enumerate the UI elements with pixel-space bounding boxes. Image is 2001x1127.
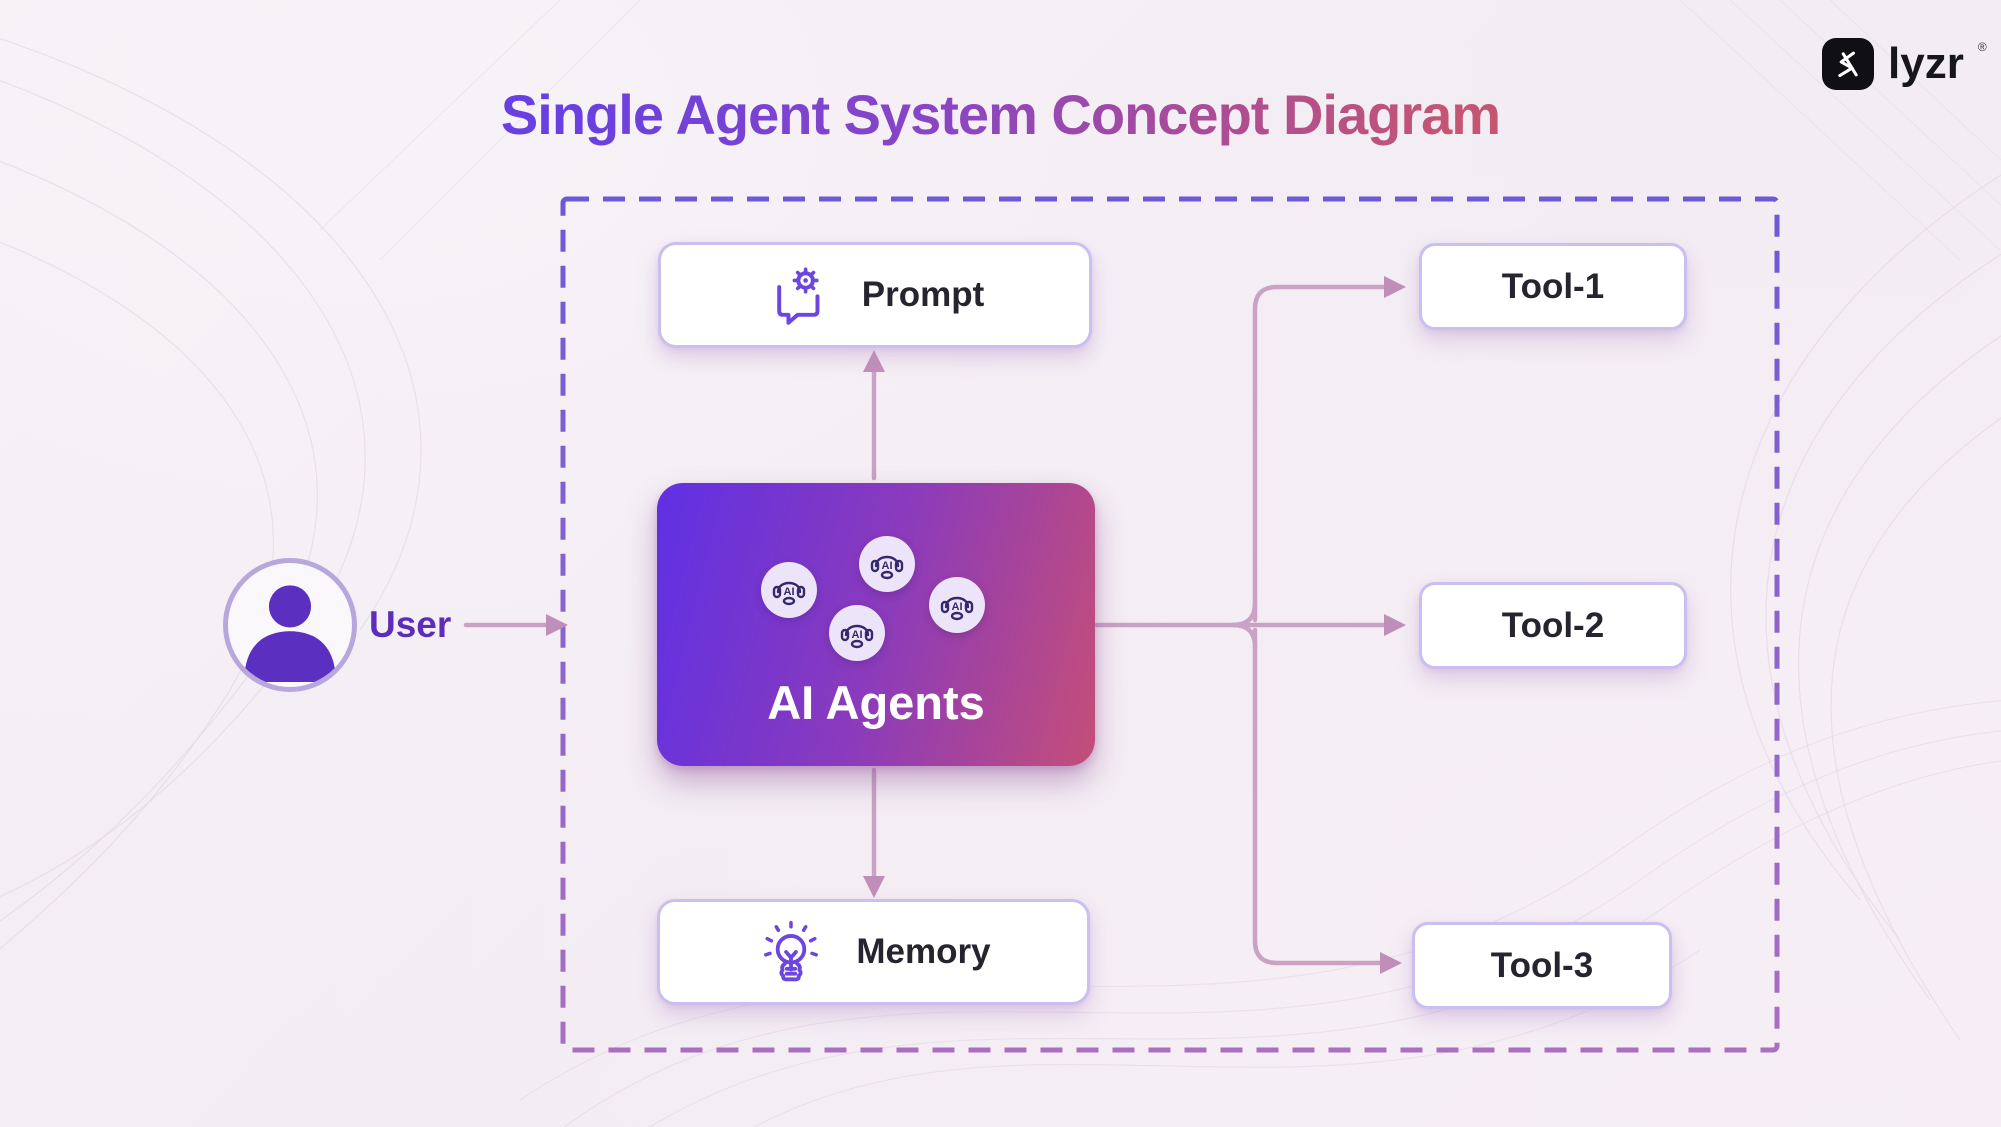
avatar-head <box>268 585 312 628</box>
tool-1-label: Tool-1 <box>1501 266 1605 306</box>
prompt-arrowhead <box>863 350 885 372</box>
ai-badge-text: AI <box>852 629 863 641</box>
lightbulb-icon <box>764 920 819 982</box>
ai-agent-badge: AI <box>929 577 985 633</box>
agents-to-tool1-arrow-line <box>1252 284 1387 623</box>
tool-2-node: Tool-2 <box>1419 582 1687 669</box>
tool-2-label: Tool-2 <box>1501 605 1605 645</box>
tool3-arrowhead <box>1380 952 1402 974</box>
tool1-arrowhead <box>1384 276 1406 298</box>
ai-agents-node: AI AI AI <box>657 483 1095 766</box>
tool-3-label: Tool-3 <box>1490 945 1594 985</box>
ai-badge-text: AI <box>952 601 963 613</box>
tool2-arrowhead <box>1384 614 1406 636</box>
ai-badge-text: AI <box>784 586 795 598</box>
avatar-body <box>244 631 336 683</box>
tool-3-node: Tool-3 <box>1412 922 1672 1009</box>
memory-label: Memory <box>856 932 991 971</box>
gear-chat-icon <box>776 267 820 325</box>
user-avatar <box>223 558 357 692</box>
page-title: Single Agent System Concept Diagram <box>500 83 1501 146</box>
lyzr-logo-text: lyzr <box>1888 39 1964 88</box>
tool-1-node: Tool-1 <box>1419 243 1687 330</box>
lyzr-logo: lyzr ® <box>1822 38 1987 90</box>
ai-agent-badge: AI <box>829 605 885 661</box>
memory-arrowhead <box>863 876 885 898</box>
ai-agents-label: AI Agents <box>767 676 985 729</box>
ai-agent-badge: AI <box>761 562 817 618</box>
memory-node: Memory <box>657 899 1090 1005</box>
user-arrowhead <box>546 614 568 636</box>
agents-to-tool3-arrow-line <box>1252 627 1383 966</box>
prompt-node: Prompt <box>658 242 1092 348</box>
lyzr-logo-icon <box>1822 38 1874 90</box>
user-label: User <box>369 604 452 645</box>
prompt-label: Prompt <box>861 275 985 314</box>
ai-agent-badge: AI <box>859 536 915 592</box>
ai-badge-text: AI <box>882 560 893 572</box>
registered-mark: ® <box>1977 40 1987 54</box>
